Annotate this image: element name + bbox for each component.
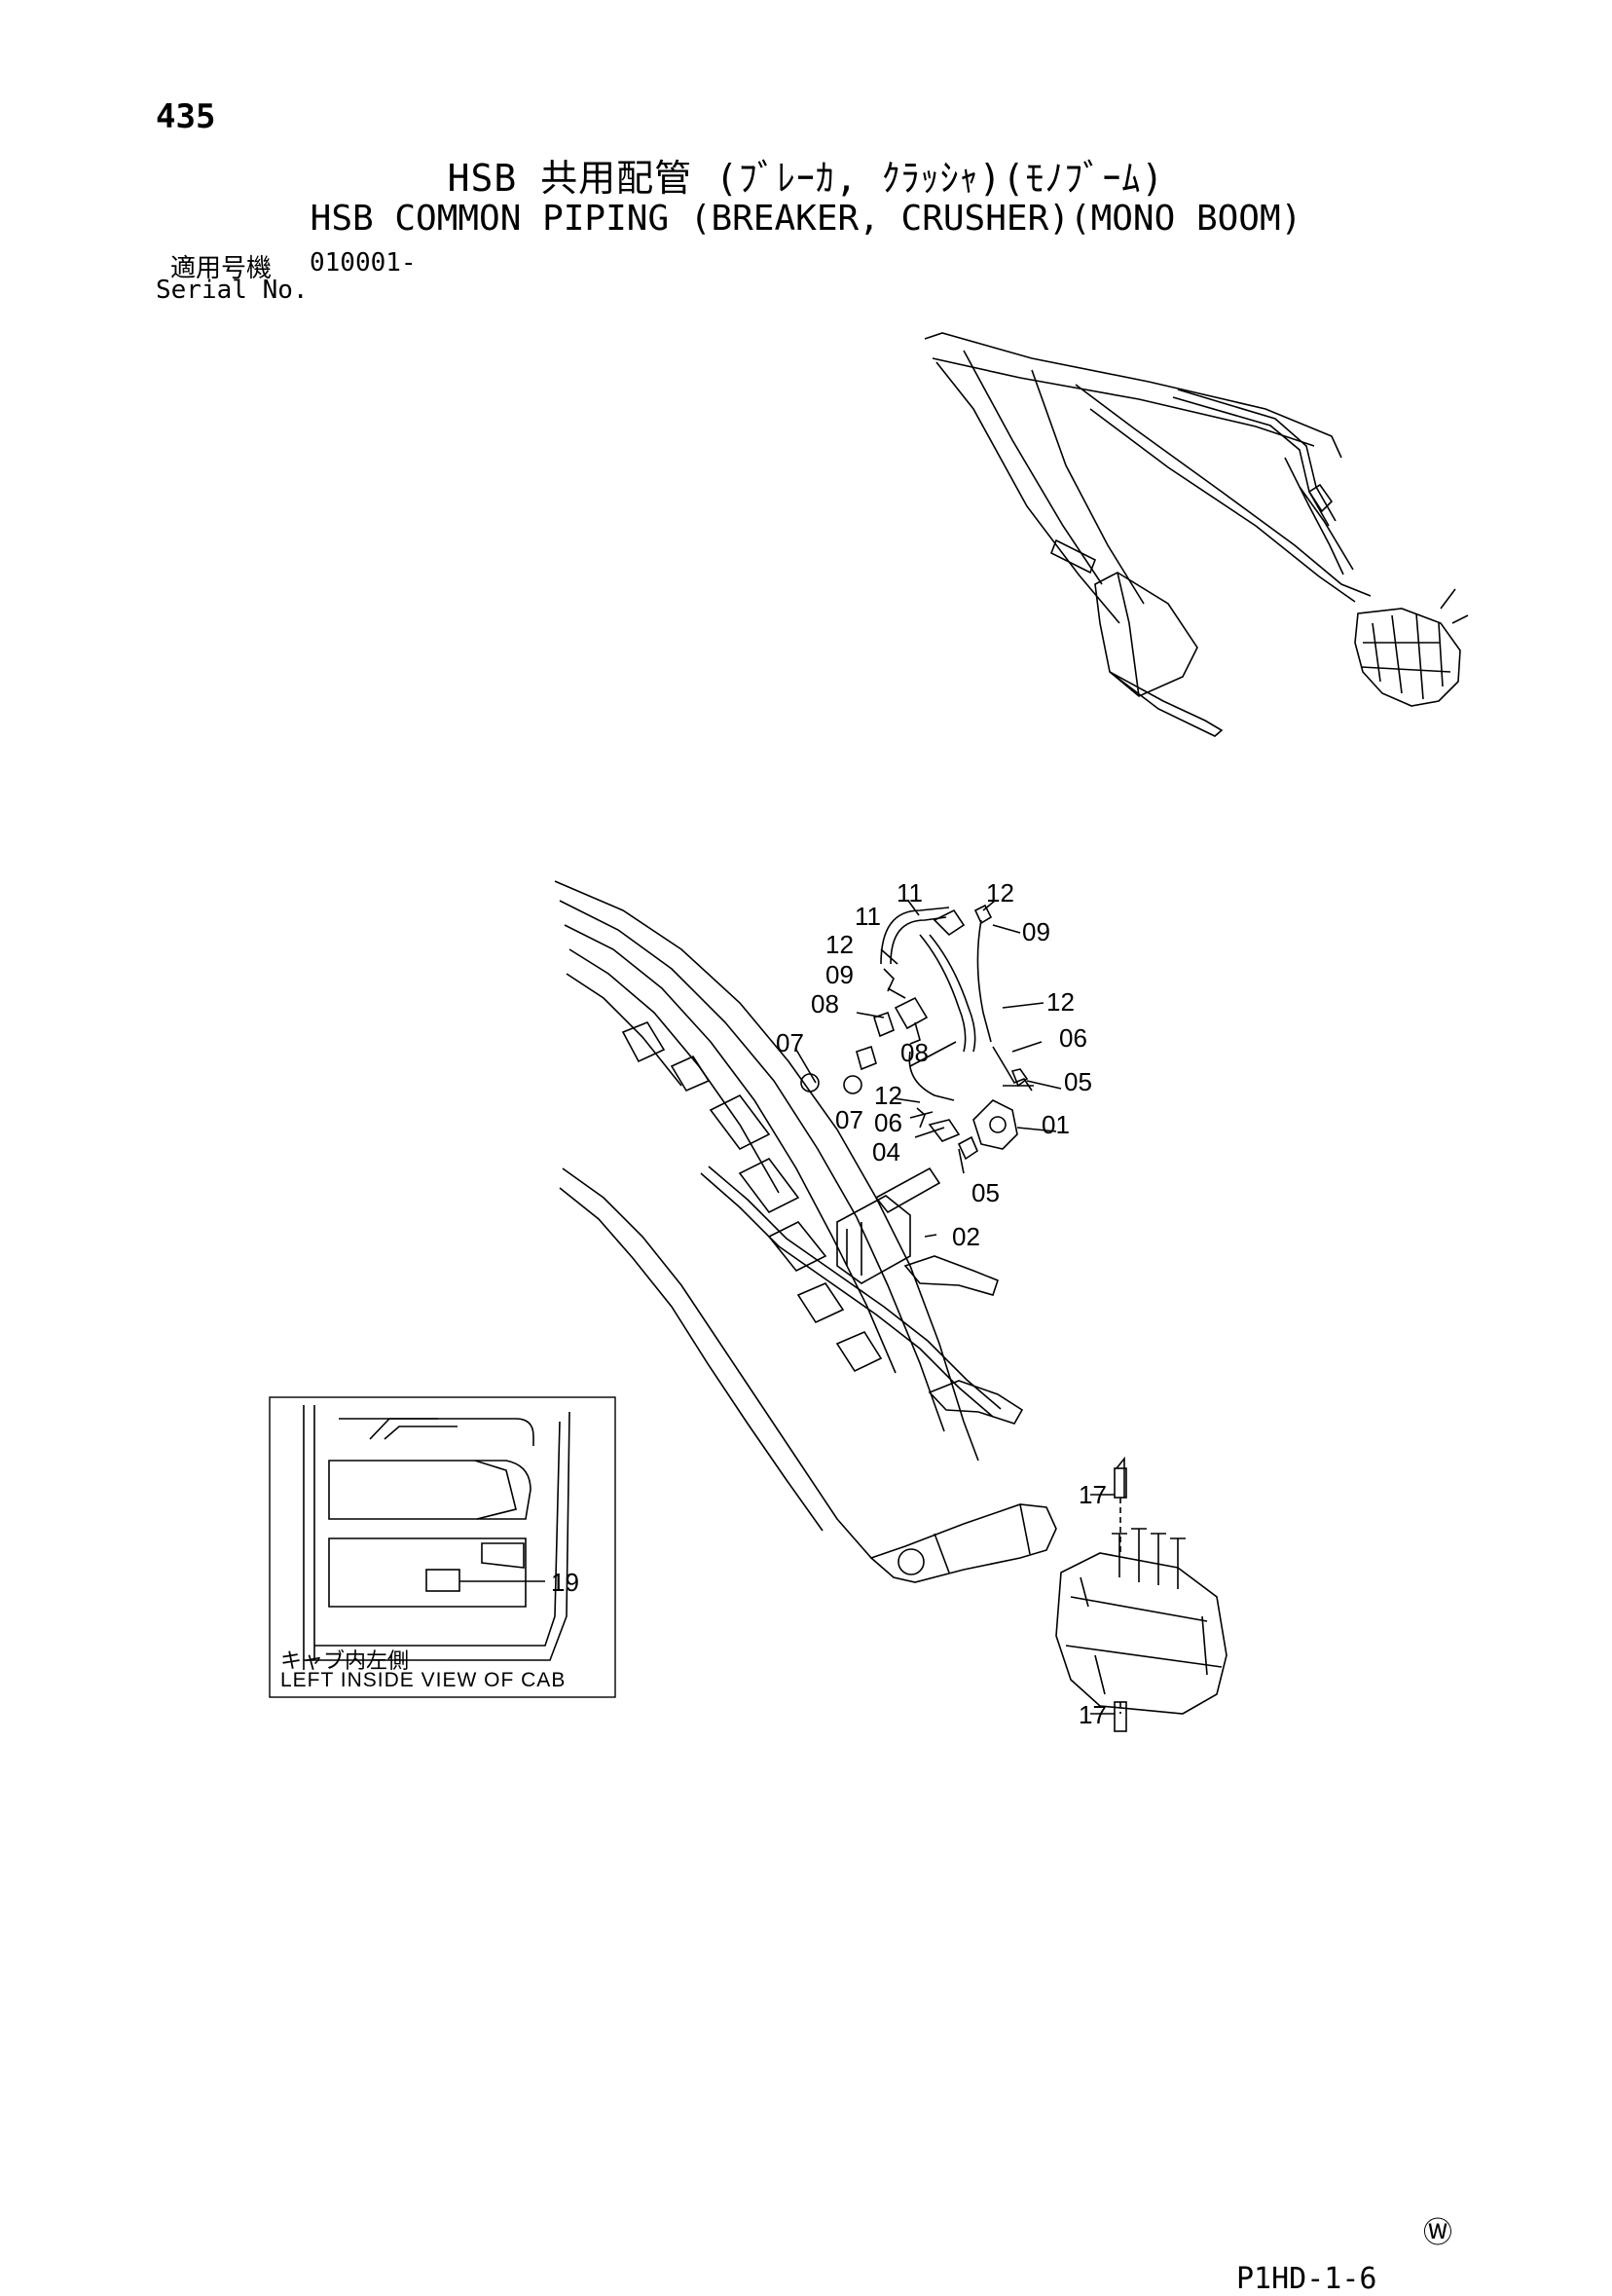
callout-07a: 07 [776,1028,804,1057]
callout-12b: 12 [825,930,854,959]
callout-08b: 08 [900,1038,929,1067]
cab-inset-drawing [269,1396,616,1698]
title-japanese: HSB 共用配管 (ﾌﾞﾚｰｶ, ｸﾗｯｼｬ)(ﾓﾉﾌﾞｰﾑ) [447,157,1165,200]
callout-12c: 12 [1046,987,1075,1017]
serial-label-japanese: 適用号機 [170,254,273,283]
callout-17b: 17 [1079,1700,1107,1729]
callout-12d: 12 [874,1081,902,1110]
callout-17a: 17 [1079,1480,1107,1509]
boom-detail-drawing [554,880,1062,1583]
serial-label-english: Serial No. [156,276,309,305]
inset-caption-japanese: キャブ内左側 [280,1649,410,1674]
title-english: HSB COMMON PIPING (BREAKER, CRUSHER)(MON… [310,199,1302,239]
serial-value: 010001- [310,248,417,278]
callout-19: 19 [551,1568,579,1597]
page-number: 435 [156,97,216,136]
inset-caption-english: LEFT INSIDE VIEW OF CAB [280,1669,567,1691]
callout-07b: 07 [835,1105,863,1134]
callout-06a: 06 [1059,1023,1087,1053]
callout-09a: 09 [1022,917,1050,946]
callout-05b: 05 [971,1178,1000,1207]
callout-12a: 12 [986,878,1014,907]
callout-09b: 09 [825,960,854,989]
callout-11a: 11 [897,878,923,907]
control-valve-drawing [1055,1456,1227,1732]
callout-02: 02 [952,1222,980,1251]
callout-11b: 11 [855,902,881,931]
callout-08a: 08 [811,989,839,1018]
w-mark-icon: Ⓦ [1423,2216,1452,2250]
callout-01: 01 [1042,1110,1070,1139]
machine-overview-drawing [924,332,1469,737]
callout-06b: 06 [874,1108,902,1137]
callout-04: 04 [872,1137,900,1167]
callout-05a: 05 [1064,1067,1092,1096]
drawing-code: P1HD-1-6 [1236,2262,1377,2296]
